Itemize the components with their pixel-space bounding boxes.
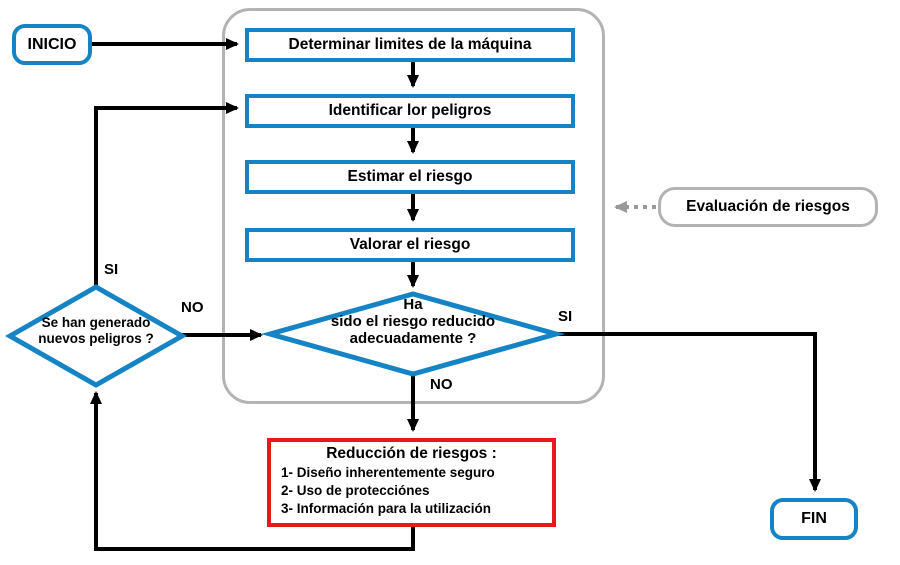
risk-reduction-item: 1- Diseño inherentemente seguro bbox=[281, 465, 495, 480]
end-terminal-label: FIN bbox=[801, 510, 827, 527]
edge-label-main-no: NO bbox=[430, 376, 453, 393]
step-identify-hazards: Identificar lor peligros bbox=[245, 94, 575, 128]
decision-line: sido el riesgo reducido bbox=[330, 313, 496, 330]
risk-reduction-item: 3- Información para la utilización bbox=[281, 501, 492, 516]
step-label: Valorar el riesgo bbox=[349, 236, 471, 253]
edge-reduction-loop-to-left-decision bbox=[90, 391, 415, 551]
step-label: Estimar el riesgo bbox=[347, 168, 473, 185]
decision-risk-reduced-diamond bbox=[260, 291, 566, 377]
decision-new-hazards-text: Se han generado nuevos peligros ? bbox=[16, 315, 176, 347]
edge-label-left-no: NO bbox=[181, 299, 204, 316]
decision-line: Ha bbox=[403, 296, 423, 313]
decision-risk-reduced-text: Ha sido el riesgo reducido adecuadamente… bbox=[283, 296, 543, 347]
decision-line: Se han generado bbox=[41, 315, 151, 330]
step-evaluate-risk: Valorar el riesgo bbox=[245, 228, 575, 262]
risk-reduction-item: 2- Uso de protecciónes bbox=[281, 483, 430, 498]
edge-left-decision-si-to-step2 bbox=[94, 102, 239, 287]
edge-label-main-si: SI bbox=[558, 308, 573, 325]
decision-line: adecuadamente ? bbox=[349, 330, 477, 347]
step-label: Identificar lor peligros bbox=[328, 102, 492, 119]
start-terminal-label: INICIO bbox=[27, 35, 77, 53]
risk-reduction-box: Reducción de riesgos : 1- Diseño inheren… bbox=[267, 438, 556, 527]
step-label: Determinar limites de la máquina bbox=[288, 36, 532, 53]
start-terminal: INICIO bbox=[12, 24, 92, 65]
step-determine-machine-limits: Determinar limites de la máquina bbox=[245, 28, 575, 62]
edge-label-left-si: SI bbox=[104, 261, 119, 278]
decision-line: nuevos peligros ? bbox=[38, 331, 154, 346]
end-terminal: FIN bbox=[770, 498, 858, 540]
edge-decision-si-to-end bbox=[556, 332, 821, 492]
decision-new-hazards-diamond bbox=[4, 284, 188, 388]
risk-reduction-title: Reducción de riesgos : bbox=[326, 445, 497, 462]
step-estimate-risk: Estimar el riesgo bbox=[245, 160, 575, 194]
risk-assessment-group-label: Evaluación de riesgos bbox=[658, 187, 878, 227]
group-label-text: Evaluación de riesgos bbox=[686, 198, 850, 215]
